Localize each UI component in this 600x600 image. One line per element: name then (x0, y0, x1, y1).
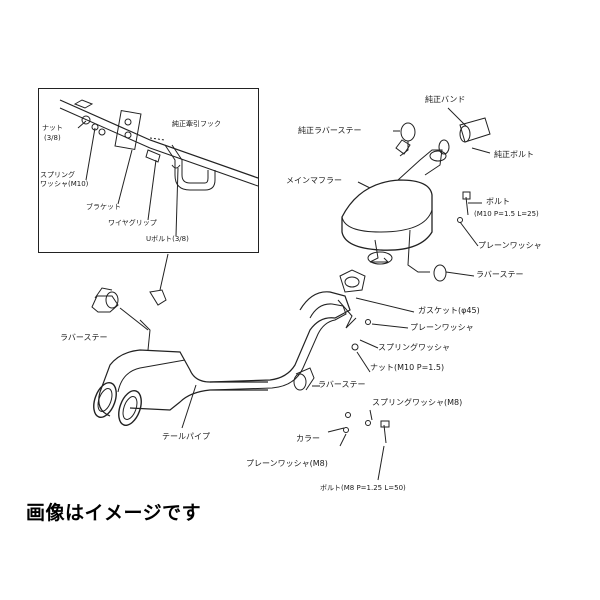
label-plain-washer-m8: プレーンワッシャ(M8) (246, 459, 328, 468)
label-spring-washer-m8: スプリングワッシャ(M8) (372, 398, 463, 407)
front-pipe-drawing (209, 269, 415, 391)
label-rubber-stay-left: ラバーステー (60, 333, 108, 342)
label-oem-bolt: 純正ボルト (494, 150, 534, 159)
tail-pipe-drawing (91, 287, 268, 429)
label-gasket: ガスケット(φ45) (418, 306, 480, 315)
label-bolt-m8: ボルト(M8 P=1.25 L=50) (320, 484, 406, 492)
label-bolt-m10: ボルト (486, 197, 510, 206)
label-plain-washer-1: プレーンワッシャ (478, 241, 542, 250)
main-muffler-drawing (341, 107, 491, 282)
inset-label-spring-washer-1: スプリング (40, 171, 75, 179)
inset-label-nut-size: (3/8) (44, 134, 61, 142)
label-collar: カラー (296, 434, 320, 443)
label-oem-band: 純正バンド (425, 95, 466, 104)
label-nut-m10: ナット(M10 P=1.5) (370, 363, 445, 372)
label-main-muffler: メインマフラー (286, 176, 342, 185)
inset-label-tow-hook: 純正牽引フック (172, 120, 221, 128)
lower-hardware-drawing (293, 367, 390, 481)
inset-drawing (59, 99, 259, 237)
label-plain-washer-2: プレーンワッシャ (410, 323, 474, 332)
inset-label-bracket: ブラケット (86, 203, 121, 211)
label-rubber-stay-1: ラバーステー (476, 270, 524, 279)
inset-label-wire-grip: ワイヤグリップ (108, 219, 157, 227)
inset-detail-frame (38, 88, 259, 253)
inset-label-spring-washer-2: ワッシャ(M10) (40, 180, 89, 188)
label-tail-pipe: テールパイプ (162, 432, 210, 441)
label-rubber-stay-2: ラバーステー (318, 380, 366, 389)
label-spring-washer: スプリングワッシャ (378, 343, 450, 352)
inset-label-u-bolt: Uボルト(3/8) (146, 235, 189, 243)
image-disclaimer-caption: 画像はイメージです (26, 502, 202, 524)
label-oem-rubber-stay: 純正ラバーステー (298, 126, 362, 135)
inset-label-nut: ナット (42, 124, 63, 132)
label-bolt-m10-spec: (M10 P=1.5 L=25) (474, 210, 539, 218)
